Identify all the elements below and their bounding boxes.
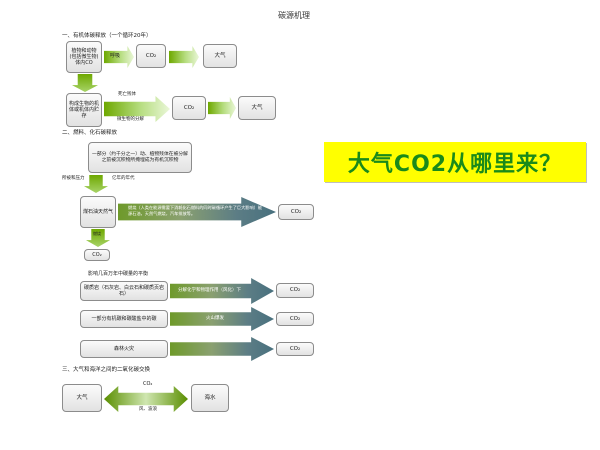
weathering-text: 分解化学和物理作用（风化）下 — [178, 288, 241, 293]
wind-wave-label: 风、波浪 — [139, 407, 157, 412]
ocean-box: 海水 — [191, 384, 229, 412]
organic-carbonate-box: 一部分有机碳和碳酸盐中的碳 — [80, 310, 168, 328]
exchange-co2-label: CO₂ — [143, 381, 153, 387]
burning-text: 燃烧（人类在能源需要下消耗化石燃料的同时碳循环产生了巨大影响）能源石油，天然气燃… — [128, 205, 263, 217]
down-arrow-burn — [86, 229, 110, 247]
dead-organism-box: 构成生物的机体或机体内贮存 — [66, 93, 102, 127]
forest-fire-box: 森林火灾 — [80, 340, 168, 358]
co2-box-small: CO₂ — [84, 249, 110, 261]
dead-remains-label: 死亡残体 — [118, 92, 136, 97]
page-title: 碳源机理 — [278, 11, 310, 20]
volcano-text: 火山爆发 — [206, 316, 224, 321]
section-heading-fossil: 二、燃料、化石碳释放 — [62, 130, 118, 136]
influence-heading: 影响几百万年中碳量的平衡 — [88, 271, 149, 277]
atmosphere-box-exchange: 大气 — [62, 384, 102, 412]
banner-text: 大气CO2从哪里来？ — [347, 152, 563, 177]
atmosphere-box: 大气 — [203, 44, 237, 68]
burn-small-label: 燃烧 — [93, 231, 101, 236]
atmosphere-box-2: 大气 — [238, 96, 276, 120]
organism-carbon-box: 植物和动物(包括微生物)体内CO — [66, 41, 102, 73]
down-arrow-organic — [72, 74, 98, 92]
fossil-fuel-box: 煤石油天然气 — [80, 196, 116, 228]
time-label: 亿年的年代 — [112, 176, 135, 181]
sediment-box: 一部分（约千分之一）动、植物残体在被分解之前被沉积物所掩埋成为有机沉积物 — [88, 142, 192, 173]
co2-box-volcano: CO₂ — [276, 312, 314, 326]
to-atmosphere-arrow-2 — [208, 97, 236, 119]
co2-box: CO₂ — [136, 44, 166, 68]
question-banner: 大气CO2从哪里来？ — [324, 142, 586, 182]
co2-box-fire: CO₂ — [276, 342, 314, 356]
pressure-label: 所被和压力 — [62, 176, 85, 181]
carbonate-rock-box: 碳质岩（石灰岩、白云石和碳质页岩石） — [80, 281, 168, 301]
co2-box-2: CO₂ — [172, 96, 206, 120]
to-atmosphere-arrow — [169, 46, 199, 68]
fire-arrow — [170, 337, 274, 361]
co2-box-burn: CO₂ — [278, 204, 314, 220]
section-heading-organic: 一、有机体碳释放（一个循环20年） — [62, 33, 152, 39]
decompose-label: 微生物的分解 — [117, 117, 144, 122]
co2-box-weathering: CO₂ — [276, 283, 314, 298]
respiration-label: 呼吸 — [110, 53, 121, 59]
down-arrow-sediment — [84, 175, 108, 193]
section-heading-exchange: 三、大气和海洋之间的二氧化碳交换 — [62, 367, 151, 373]
respiration-arrow — [104, 46, 134, 68]
